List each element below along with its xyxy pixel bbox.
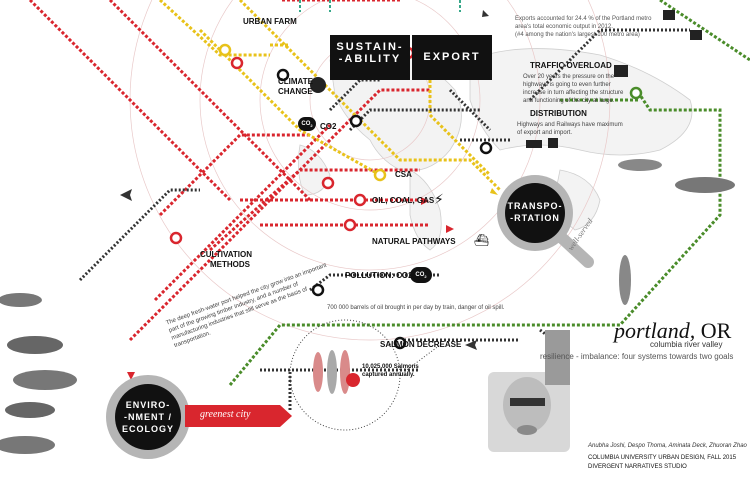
environment-line-1: ENVIRO- (125, 400, 171, 410)
export-note-line-1: Exports accounted for 24.4 % of the Port… (515, 16, 652, 22)
environment-line-3: ECOLOGY (121, 424, 174, 434)
distribution-note: Highways and Railways have maximum of ex… (517, 122, 623, 136)
traffic-note: Over 20 years the pressure on the highwa… (523, 74, 624, 104)
transportation-line-1: TRANSPO- (507, 201, 563, 211)
arrow-heads (127, 10, 498, 380)
state-name: OR (700, 318, 732, 343)
co2-cloud-sub: 2 (310, 123, 313, 129)
climate-change-label-2: CHANGE (278, 87, 313, 96)
urban-farm-label: URBAN FARM (243, 17, 297, 26)
co2-label: CO2 (320, 122, 337, 131)
pollution-label: POLLUTION: CO2 (345, 271, 413, 280)
transportation-hub-label: TRANSPO- -RTATION (505, 200, 565, 224)
oil-label: OIL, COAL, GAS (372, 196, 435, 205)
credits-school: COLUMBIA UNIVERSITY URBAN DESIGN, FALL 2… (588, 455, 737, 461)
city-name: portland, (614, 318, 696, 343)
cultivation-label-2: METHODS (210, 260, 250, 269)
export-box: EXPORT (412, 35, 492, 80)
lightning-icon: ⚡ (434, 192, 444, 208)
climate-change-label-1: CLIMATE (278, 77, 313, 86)
co2-cloud-icon-2: CO2 (410, 267, 432, 283)
vehicles-icons (310, 10, 702, 148)
node-rings (169, 43, 643, 350)
salmon-zoom-circle (289, 319, 441, 431)
co2-cloud-sub-2: 2 (424, 274, 427, 280)
transportation-line-2: -RTATION (510, 213, 560, 223)
environment-hub-label: ENVIRO- -NMENT / ECOLOGY (118, 399, 178, 435)
salmon-note: 10,025,000 Salmons captured annually. (362, 364, 419, 378)
credits-studio: DIVERGENT NARRATIVES STUDIO (588, 464, 687, 470)
export-note: Exports accounted for 24.4 % of the Port… (515, 15, 675, 39)
ship-icon: ⛴ (474, 233, 490, 247)
cultivation-label-1: CULTIVATION (200, 250, 252, 259)
natural-pathways-label: NATURAL PATHWAYS (372, 237, 456, 246)
co2-cloud-text-2: CO (415, 272, 425, 278)
subtitle: columbia river valley (650, 340, 723, 349)
environment-hub (106, 375, 292, 459)
city-title: portland, OR (614, 318, 731, 344)
co2-cloud-text: CO (301, 121, 311, 127)
distribution-label: DISTRIBUTION (530, 109, 587, 118)
transportation-hub (497, 175, 594, 268)
sustainability-box: SUSTAIN- -ABILITY (330, 35, 410, 80)
export-note-line-3: (#4 among the nation's largest 100 metro… (515, 32, 640, 38)
environment-line-2: -NMENT / (124, 412, 172, 422)
salmon-decrease-label: SALMON DECREASE (380, 340, 462, 349)
credits-authors: Anubha Joshi, Despo Thoma, Aminata Deck,… (588, 443, 747, 449)
fish-illustrations (0, 159, 735, 454)
traffic-overload-label: TRAFFIC OVERLOAD (530, 61, 612, 70)
co2-cloud-icon: CO2 (298, 117, 316, 131)
tagline: resilience - imbalance: four systems tow… (540, 352, 734, 361)
export-label: EXPORT (423, 51, 481, 63)
sustainability-line-2: -ABILITY (338, 53, 402, 65)
person-photo (488, 330, 570, 452)
sustainability-line-1: SUSTAIN- (336, 41, 404, 53)
csa-label: CSA (395, 170, 412, 179)
green-path-network (228, 0, 750, 386)
export-note-line-2: area's total economic output in 2012. (515, 24, 613, 30)
teal-path-network (299, 0, 461, 12)
greenest-city-label: greenest city (200, 409, 251, 420)
pollution-note: 700 000 barrels of oil brought in per da… (327, 305, 505, 311)
